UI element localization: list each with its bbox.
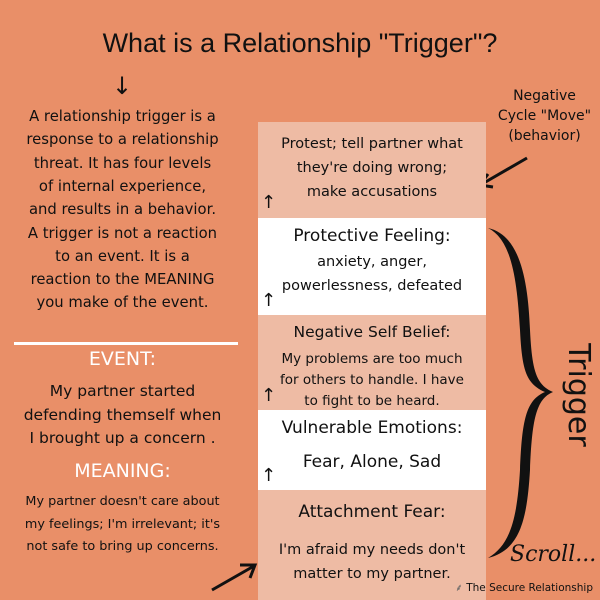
level-text: I'm afraid my needs don't xyxy=(278,542,466,558)
level-text: My problems are too much xyxy=(281,351,463,367)
level-box: Attachment Fear: I'm afraid my needs don'… xyxy=(258,490,486,600)
up-arrow-icon: ↑ xyxy=(261,290,277,311)
brace-icon xyxy=(488,228,553,558)
note-line: (behavior) xyxy=(508,128,581,144)
arrow-to-attachment-icon xyxy=(211,563,258,592)
up-arrow-icon: ↑ xyxy=(261,385,277,406)
text-line: response to a relationship xyxy=(26,131,219,149)
divider xyxy=(14,342,238,345)
tree-logo-icon: ⸙ xyxy=(455,582,463,594)
text-line: my feelings; I'm irrelevant; it's xyxy=(24,516,221,532)
level-box: Protective Feeling: anxiety, anger, powerl… xyxy=(258,218,486,315)
text-line: My partner doesn't care about xyxy=(25,494,220,509)
level-box: Vulnerable Emotions: Fear, Alone, Sad xyxy=(258,410,486,490)
brand-name: The Secure Relationship xyxy=(466,582,593,594)
level-text: anxiety, anger, xyxy=(317,254,427,270)
level-text: Protest; tell partner what xyxy=(281,136,463,152)
level-text: to fight to be heard. xyxy=(304,393,440,409)
level-box: Negative Self Belief: My problems are too… xyxy=(258,315,486,410)
up-arrow-icon: ↑ xyxy=(261,192,277,213)
arrow-to-protest-icon xyxy=(477,156,528,189)
text-line: reaction to the MEANING xyxy=(30,271,215,289)
page-title: What is a Relationship "Trigger"? xyxy=(102,28,498,58)
text-line: I brought up a concern . xyxy=(29,429,216,447)
note-line: Negative xyxy=(513,88,576,104)
up-arrow-icon: ↑ xyxy=(261,465,277,486)
meaning-heading: MEANING: xyxy=(74,460,171,482)
text-line: defending themself when xyxy=(23,405,222,424)
note-line: Cycle "Move" xyxy=(497,108,592,124)
brand: ⸙ The Secure Relationship xyxy=(455,581,593,595)
level-text: for others to handle. I have xyxy=(280,372,464,388)
level-text: make accusations xyxy=(306,184,438,200)
scroll-hint: Scroll... xyxy=(510,542,597,567)
level-text: they're doing wrong; xyxy=(296,160,448,176)
text-line: A relationship trigger is a xyxy=(29,108,216,125)
text-line: threat. It has four levels xyxy=(33,154,212,172)
text-line: you make of the event. xyxy=(36,294,209,312)
trigger-label: Trigger xyxy=(561,343,596,447)
level-heading: Vulnerable Emotions: xyxy=(281,418,463,438)
text-line: of internal experience, xyxy=(38,177,207,195)
level-text: Fear, Alone, Sad xyxy=(302,452,442,472)
event-heading: EVENT: xyxy=(88,348,157,370)
text-line: My partner started xyxy=(49,382,196,400)
text-line: not safe to bring up concerns. xyxy=(26,539,219,554)
level-heading: Negative Self Belief: xyxy=(293,323,451,341)
level-heading: Attachment Fear: xyxy=(298,502,446,522)
level-text: powerlessness, defeated xyxy=(281,278,463,294)
text-line: A trigger is not a reaction xyxy=(27,224,218,242)
level-heading: Protective Feeling: xyxy=(293,226,451,246)
text-line: and results in a behavior. xyxy=(28,201,217,219)
down-arrow-icon: ↓ xyxy=(112,72,133,100)
level-box: Protest; tell partner what they're doing … xyxy=(258,122,486,218)
level-text: matter to my partner. xyxy=(293,566,451,582)
text-line: to an event. It is a xyxy=(55,247,190,265)
